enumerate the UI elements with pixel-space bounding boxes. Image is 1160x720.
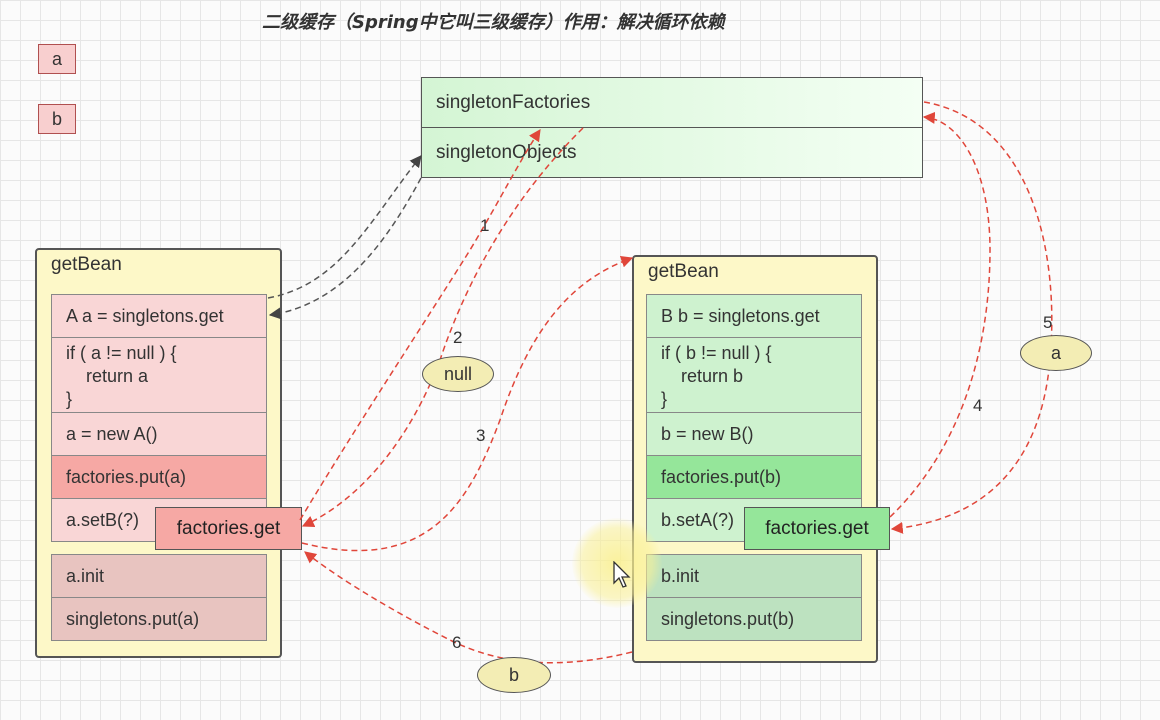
step-1-label: 1 xyxy=(480,216,490,235)
null-value-oval: null xyxy=(422,356,494,392)
cache-table: singletonFactories singletonObjects xyxy=(421,77,923,178)
b-init: b.init xyxy=(646,554,862,598)
b-new: b = new B() xyxy=(646,412,862,456)
a-value-oval: a xyxy=(1020,335,1092,371)
step-3-label: 3 xyxy=(476,426,486,445)
getbean-b-label: getBean xyxy=(648,261,719,282)
step-4-label: 4 xyxy=(973,396,983,415)
cursor-highlight xyxy=(572,518,662,608)
singleton-objects-row: singletonObjects xyxy=(436,142,577,163)
getbean-a-label: getBean xyxy=(51,254,122,275)
legend-a: a xyxy=(38,44,76,74)
step-5-label: 5 xyxy=(1043,313,1053,332)
a-init: a.init xyxy=(51,554,267,598)
b-singletons-put: singletons.put(b) xyxy=(646,597,862,641)
singleton-factories-row: singletonFactories xyxy=(422,78,922,128)
step-2-label: 2 xyxy=(453,328,463,347)
b-factories-get: factories.get xyxy=(744,507,890,550)
b-singletons-get: B b = singletons.get xyxy=(646,294,862,338)
a-new: a = new A() xyxy=(51,412,267,456)
arrow-step-2 xyxy=(301,127,584,527)
a-factories-get: factories.get xyxy=(155,507,302,550)
arrow-step-5 xyxy=(890,101,1053,534)
arrow-a-to-cache xyxy=(267,155,422,299)
a-singletons-put: singletons.put(a) xyxy=(51,597,267,641)
step-6-label: 6 xyxy=(452,633,462,652)
arrow-cache-to-a xyxy=(268,177,422,320)
arrow-step-6 xyxy=(304,551,633,664)
a-null-check: if ( a != null ) { return a } xyxy=(51,337,267,413)
legend-b: b xyxy=(38,104,76,134)
a-factories-put: factories.put(a) xyxy=(51,455,267,499)
diagram-title: 二级缓存（Spring中它叫三级缓存）作用：解决循环依赖 xyxy=(262,12,725,33)
b-value-oval: b xyxy=(477,657,551,693)
mouse-pointer-icon xyxy=(613,561,631,588)
arrow-step-1 xyxy=(299,129,541,521)
arrow-step-4 xyxy=(889,111,991,518)
b-null-check: if ( b != null ) { return b } xyxy=(646,337,862,413)
arrow-step-3 xyxy=(301,255,634,552)
